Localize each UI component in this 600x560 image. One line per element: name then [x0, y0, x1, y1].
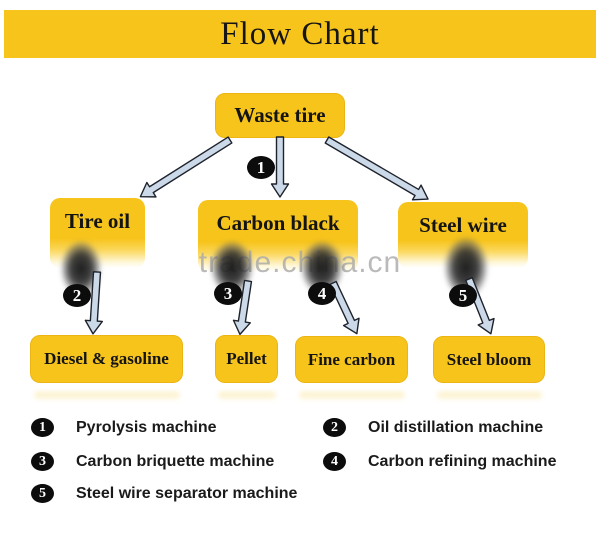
legend-label: Carbon refining machine	[368, 452, 557, 470]
node-label: Steel wire	[419, 213, 507, 237]
node-steel-bloom: Steel bloom	[433, 336, 545, 383]
legend-item-steel-wire-separator: 5 Steel wire separator machine	[31, 484, 297, 503]
legend-item-carbon-briquette: 3 Carbon briquette machine	[31, 452, 274, 471]
box-reflection	[34, 391, 180, 399]
node-label: Fine carbon	[307, 349, 396, 369]
arrow-carbon-black-to-pellet	[232, 279, 253, 336]
legend-label: Carbon briquette machine	[76, 452, 275, 470]
node-label: Waste tire	[234, 103, 326, 127]
node-tire-oil: Tire oil	[50, 198, 145, 268]
legend-label: Pyrolysis machine	[76, 418, 217, 436]
box-reflection	[299, 391, 405, 399]
box-reflection	[437, 391, 542, 399]
arrow-waste-tire-to-carbon-black	[270, 136, 290, 198]
legend-badge-1: 1	[31, 418, 54, 437]
arrow-waste-tire-to-tire-oil	[139, 136, 233, 198]
flow-marker-5: 5	[449, 284, 477, 307]
node-label: Steel bloom	[446, 349, 532, 369]
flow-marker-2: 2	[63, 284, 91, 307]
legend-badge-4: 4	[323, 452, 346, 471]
node-label: Tire oil	[64, 209, 131, 233]
page-title: Flow Chart	[220, 15, 380, 52]
legend-item-pyrolysis: 1 Pyrolysis machine	[31, 418, 217, 437]
arrow-tire-oil-to-diesel	[84, 271, 104, 335]
node-waste-tire: Waste tire	[215, 93, 345, 138]
legend-label: Oil distillation machine	[368, 418, 544, 436]
box-reflection	[218, 391, 276, 399]
legend-label: Steel wire separator machine	[76, 484, 298, 502]
node-pellet: Pellet	[215, 335, 278, 383]
node-diesel-gasoline: Diesel & gasoline	[30, 335, 183, 383]
node-label: Diesel & gasoline	[44, 349, 169, 368]
legend-badge-2: 2	[323, 418, 346, 437]
legend-badge-3: 3	[31, 452, 54, 471]
flow-marker-1: 1	[247, 156, 275, 179]
legend-badge-5: 5	[31, 484, 54, 503]
arrow-waste-tire-to-steel-wire	[324, 136, 429, 201]
legend-item-oil-distillation: 2 Oil distillation machine	[323, 418, 543, 437]
flow-marker-4: 4	[308, 282, 336, 305]
flow-marker-3: 3	[214, 282, 242, 305]
node-label: Pellet	[226, 349, 267, 368]
title-bar: Flow Chart	[4, 10, 596, 58]
node-fine-carbon: Fine carbon	[295, 336, 408, 383]
legend-item-carbon-refining: 4 Carbon refining machine	[323, 452, 556, 471]
node-label: Carbon black	[216, 211, 340, 235]
arrow-carbon-black-to-fine-carbon	[329, 280, 360, 335]
